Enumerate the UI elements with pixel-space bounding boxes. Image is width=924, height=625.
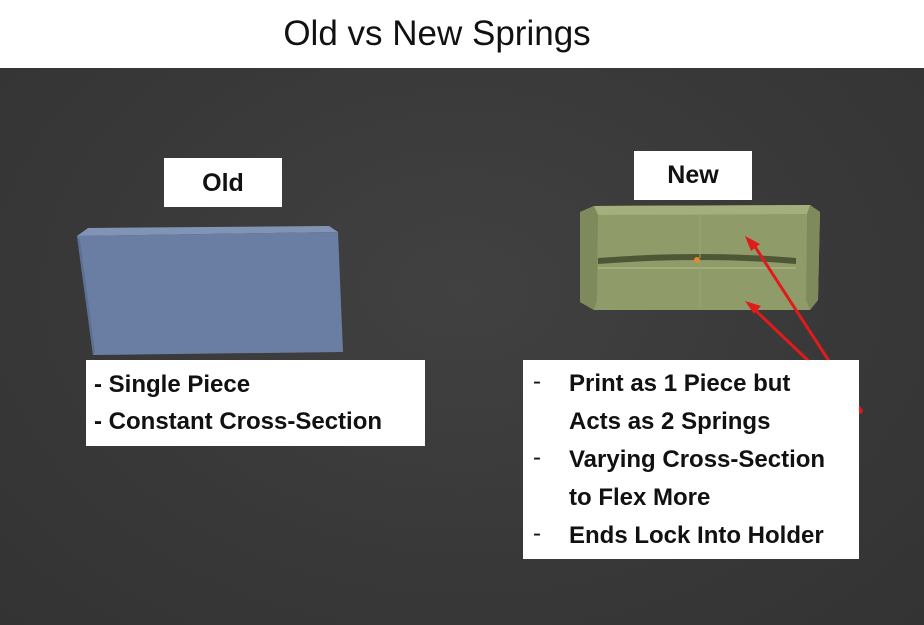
bullet-dash: - [533, 520, 541, 547]
new-notes-box: - Print as 1 Piece but Acts as 2 Springs… [523, 360, 859, 559]
new-note-item: - Ends Lock Into Holder [533, 520, 859, 558]
new-note-item: - Print as 1 Piece but Acts as 2 Springs [533, 368, 859, 444]
origin-dot [694, 257, 700, 263]
new-note-line: Varying Cross-Section [569, 446, 826, 473]
new-spring-model [580, 205, 820, 310]
new-note-line: to Flex More [569, 484, 711, 511]
old-note-line: - Constant Cross-Section [94, 408, 383, 435]
old-notes-box: - Single Piece - Constant Cross-Section [86, 360, 425, 446]
new-label: New [634, 151, 752, 200]
arrow-upper-head [745, 236, 760, 251]
new-note-line: Acts as 2 Springs [569, 408, 771, 435]
old-spring-model [77, 226, 343, 355]
new-note-line: Print as 1 Piece but [569, 370, 791, 397]
arrow-lower-head [745, 301, 761, 314]
bullet-dash: - [533, 444, 541, 471]
bullet-dash: - [533, 368, 541, 395]
title-bar: Old vs New Springs [0, 0, 924, 68]
new-note-item: - Varying Cross-Section to Flex More [533, 444, 859, 520]
old-label: Old [164, 158, 282, 207]
old-note-line: - Single Piece [94, 371, 251, 398]
new-note-line: Ends Lock Into Holder [569, 522, 824, 549]
slide-title: Old vs New Springs [283, 14, 591, 53]
